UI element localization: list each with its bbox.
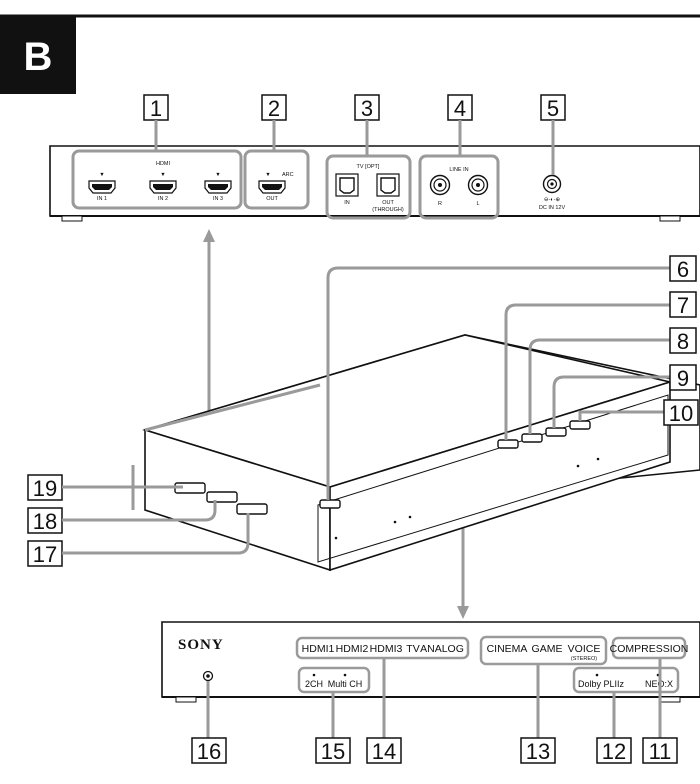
callout-9: 9 bbox=[552, 364, 697, 428]
hdmi-in-3-port: ▼ IN 3 bbox=[204, 172, 232, 202]
top-button-b bbox=[521, 433, 543, 443]
callout-4: 4 bbox=[447, 94, 473, 156]
svg-text:3: 3 bbox=[361, 96, 373, 121]
callout-14: 14 bbox=[366, 658, 402, 764]
callout-13: 13 bbox=[520, 664, 556, 764]
hdmi-in-2-label: IN 2 bbox=[158, 196, 168, 202]
line-in-label: LINE IN bbox=[449, 167, 468, 173]
indicator-cinema: CINEMA bbox=[487, 643, 528, 655]
section-tab bbox=[0, 16, 76, 94]
svg-text:15: 15 bbox=[321, 739, 345, 764]
callout-17: 17 bbox=[27, 513, 250, 567]
callout-11: 11 bbox=[642, 658, 678, 764]
callout-1: 1 bbox=[143, 94, 169, 151]
callout-10: 10 bbox=[578, 399, 699, 426]
svg-text:17: 17 bbox=[33, 542, 57, 567]
top-button-a bbox=[497, 439, 519, 449]
hdmi-out-port bbox=[258, 180, 286, 194]
front-panel: SONY HDMI1 HDMI2 HDMI3 TV ANALOG 2CH Mul… bbox=[161, 621, 700, 703]
hdmi-out-box bbox=[243, 149, 310, 210]
svg-text:7: 7 bbox=[677, 293, 689, 318]
top-button-d bbox=[569, 420, 591, 430]
svg-text:9: 9 bbox=[677, 366, 689, 391]
svg-text:18: 18 bbox=[33, 509, 57, 534]
dc-polarity-symbol: ⊖-◐-⊕ bbox=[544, 197, 561, 203]
top-button-left bbox=[319, 499, 341, 509]
indicator-voice: VOICE bbox=[568, 643, 601, 655]
sony-logo: SONY bbox=[178, 637, 224, 653]
hdmi-in-1-label: IN 1 bbox=[97, 196, 107, 202]
indicator-tv: TV bbox=[406, 643, 419, 655]
svg-text:16: 16 bbox=[197, 739, 221, 764]
side-button-middle bbox=[206, 491, 238, 503]
callout-18: 18 bbox=[27, 500, 217, 534]
hdmi-group-label: HDMI bbox=[156, 161, 171, 167]
callout-7: 7 bbox=[504, 291, 697, 440]
svg-text:10: 10 bbox=[669, 401, 693, 426]
callout-3: 3 bbox=[354, 94, 380, 156]
section-letter: B bbox=[24, 35, 53, 79]
callout-8: 8 bbox=[528, 327, 697, 434]
svg-text:5: 5 bbox=[547, 96, 559, 121]
indicator-compression: COMPRESSION bbox=[610, 643, 689, 655]
indicator-voice-sub: (STEREO) bbox=[571, 656, 597, 662]
optical-out-port bbox=[376, 173, 400, 197]
svg-text:▼: ▼ bbox=[160, 172, 165, 178]
line-in-l-label: L bbox=[476, 201, 479, 207]
hdmi-out-label: OUT bbox=[266, 196, 278, 202]
rear-panel: HDMI ▼ IN 1 ▼ IN 2 ▼ IN 3 ▼ ARC OUT bbox=[49, 145, 700, 222]
svg-text:12: 12 bbox=[602, 739, 626, 764]
optical-out-label: OUT bbox=[382, 200, 394, 206]
indicator-hdmi1: HDMI1 bbox=[302, 643, 335, 655]
svg-text:6: 6 bbox=[677, 257, 689, 282]
dc-in-jack bbox=[542, 174, 562, 194]
svg-text:▼: ▼ bbox=[99, 172, 104, 178]
callout-6: 6 bbox=[326, 255, 697, 500]
hdmi-in-1-port: ▼ IN 1 bbox=[88, 172, 116, 202]
indicator-game: GAME bbox=[532, 643, 563, 655]
indicator-hdmi2: HDMI2 bbox=[336, 643, 369, 655]
svg-text:▼: ▼ bbox=[215, 172, 220, 178]
svg-text:1: 1 bbox=[150, 96, 162, 121]
side-button-bottom bbox=[236, 503, 268, 515]
indicator-hdmi3: HDMI3 bbox=[370, 643, 403, 655]
callout-19: 19 bbox=[27, 474, 183, 501]
callout-15: 15 bbox=[315, 692, 351, 764]
indicator-analog: ANALOG bbox=[420, 643, 464, 655]
svg-text:11: 11 bbox=[649, 739, 672, 764]
callout-5: 5 bbox=[540, 94, 566, 175]
svg-text:19: 19 bbox=[33, 476, 57, 501]
top-button-c bbox=[545, 427, 567, 437]
svg-text:▼: ▼ bbox=[265, 172, 270, 178]
decoder-box bbox=[572, 666, 680, 694]
dc-in-label: DC IN 12V bbox=[539, 205, 566, 211]
svg-text:4: 4 bbox=[454, 96, 466, 121]
callout-16: 16 bbox=[191, 681, 227, 764]
compression-box bbox=[611, 636, 687, 660]
arrow-to-rear bbox=[203, 229, 215, 412]
callout-2: 2 bbox=[261, 94, 287, 151]
indicator-dolby-pliiz: Dolby PLIIz bbox=[578, 679, 625, 689]
arc-label: ARC bbox=[282, 172, 294, 178]
optical-out-sublabel: (THROUGH) bbox=[372, 207, 404, 213]
svg-text:8: 8 bbox=[677, 329, 689, 354]
tv-opt-label: TV [OPT] bbox=[357, 164, 380, 170]
indicator-multi-ch: Multi CH bbox=[328, 679, 363, 689]
hdmi-in-2-port: ▼ IN 2 bbox=[149, 172, 177, 202]
svg-text:14: 14 bbox=[372, 739, 396, 764]
optical-in-label: IN bbox=[344, 200, 350, 206]
unit-isometric bbox=[131, 334, 700, 572]
sound-mode-box bbox=[479, 635, 608, 666]
line-in-l-jack bbox=[467, 174, 489, 196]
callout-12: 12 bbox=[596, 692, 632, 764]
line-in-r-label: R bbox=[438, 201, 442, 207]
optical-in-port bbox=[335, 173, 359, 197]
svg-text:13: 13 bbox=[526, 739, 550, 764]
line-in-r-jack bbox=[429, 174, 451, 196]
hdmi-in-3-label: IN 3 bbox=[213, 196, 223, 202]
sensor-dot bbox=[202, 670, 214, 682]
svg-text:2: 2 bbox=[268, 96, 280, 121]
indicator-2ch: 2CH bbox=[305, 679, 323, 689]
